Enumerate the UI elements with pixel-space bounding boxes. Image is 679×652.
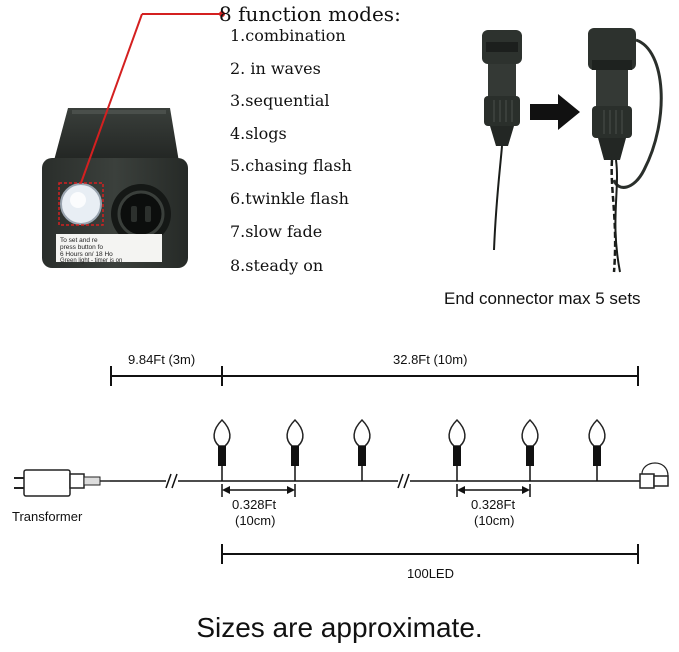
led-bulb-icon	[588, 418, 606, 481]
mode-item-7: 7.slow fade	[230, 222, 323, 241]
mode-item-1: 1.combination	[230, 26, 346, 45]
footer-note: Sizes are approximate.	[196, 612, 483, 643]
plug-connector-icon	[482, 30, 522, 251]
transformer-icon	[14, 469, 110, 497]
sticker-line-1: To set and re	[60, 237, 98, 244]
light-string-diagram	[14, 366, 669, 564]
capped-connector-icon	[588, 28, 663, 273]
controller-box: To set and re press button fo 6 Hours on…	[42, 11, 225, 268]
led-bulb-icon	[521, 418, 539, 481]
led-bulb-icon	[448, 418, 466, 481]
lead-length-label: 9.84Ft (3m)	[128, 352, 196, 367]
mode-item-2: 2. in waves	[230, 59, 321, 78]
mode-item-8: 8.steady on	[230, 256, 324, 275]
mode-item-6: 6.twinkle flash	[230, 189, 349, 208]
arrow-right-icon	[530, 94, 580, 130]
bottom-dimension-line	[221, 544, 639, 564]
led-count-label: 100LED	[407, 566, 454, 581]
led-bulb-icon	[213, 418, 231, 481]
spacing-dimension-1	[221, 484, 296, 497]
mode-item-4: 4.slogs	[230, 124, 287, 143]
led-bulb-icon	[353, 418, 371, 481]
end-connector-caption: End connector max 5 sets	[444, 289, 641, 308]
modes-title: 8 function modes:	[219, 2, 401, 26]
spacing-metric-1: (10cm)	[235, 513, 276, 528]
main-cable	[110, 473, 640, 489]
end-cap-icon	[639, 462, 669, 489]
mode-item-5: 5.chasing flash	[230, 156, 352, 175]
sticker-line-4: Green light - timer is on	[60, 258, 122, 264]
top-dimension-line	[110, 366, 639, 386]
transformer-label: Transformer	[12, 509, 83, 524]
instruction-sticker	[56, 234, 162, 262]
spacing-label-1: 0.328Ft	[232, 497, 277, 512]
spacing-dimension-2	[456, 484, 531, 497]
led-bulb-icon	[286, 418, 304, 481]
sticker-line-2: press button fo	[60, 244, 103, 251]
mode-item-3: 3.sequential	[230, 91, 330, 110]
string-length-label: 32.8Ft (10m)	[393, 352, 468, 367]
spacing-label-2: 0.328Ft	[471, 497, 516, 512]
end-connector-illustration	[482, 28, 663, 273]
callout-line	[80, 13, 143, 184]
sticker-line-3: 6 Hours on/ 18 Ho	[60, 251, 113, 258]
spacing-metric-2: (10cm)	[474, 513, 515, 528]
